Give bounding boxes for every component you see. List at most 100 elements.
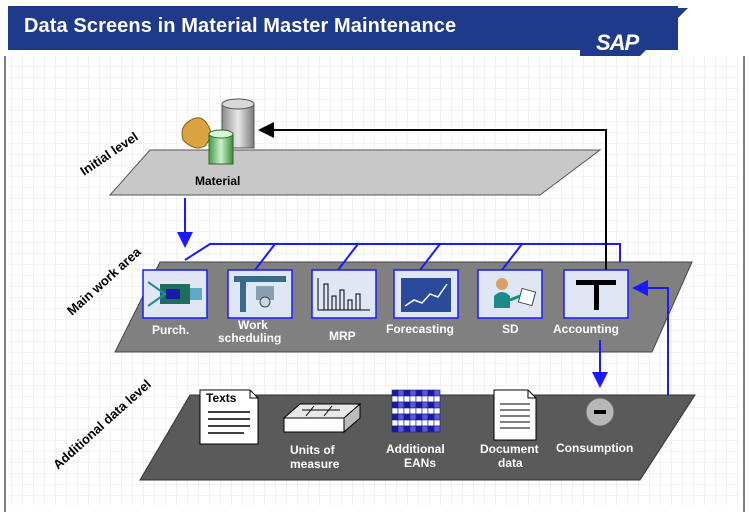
view-mrp[interactable] [311, 269, 377, 319]
arrow-accounting-to-initial [258, 122, 607, 270]
item-units-label-line2: measure [290, 457, 340, 471]
ean-grid-cell [409, 425, 417, 433]
item-document-label-line2: data [498, 456, 523, 470]
ean-grid-cell [427, 413, 435, 421]
view-accounting[interactable] [563, 269, 629, 319]
document-icon [500, 403, 530, 429]
main-bus-line [184, 243, 621, 262]
page-title: Data Screens in Material Master Maintena… [24, 15, 457, 37]
accounting-t-icon [576, 280, 616, 310]
view-purchasing[interactable] [142, 269, 208, 319]
ean-grid-cell [409, 389, 417, 397]
bus-drop-3 [419, 243, 441, 271]
ean-grid-cell [433, 401, 441, 409]
view-work-scheduling-label-line2: scheduling [218, 331, 281, 345]
ean-grid-cell [421, 389, 429, 397]
ean-grid-cell [427, 425, 435, 433]
ean-grid-cell [409, 419, 417, 427]
minus-circle-icon [585, 397, 615, 427]
ean-grid-cell [409, 401, 417, 409]
ean-grid-cell [415, 419, 423, 427]
item-consumption-label: Consumption [556, 441, 633, 455]
ean-grid-cell [391, 401, 399, 409]
ean-grid-cell [403, 401, 411, 409]
ean-grid-cell [409, 395, 417, 403]
ean-grid-cell [433, 419, 441, 427]
ean-grid-cell [427, 401, 435, 409]
ean-grid-cell [403, 407, 411, 415]
ean-grid-cell [433, 425, 441, 433]
ean-grid-cell [403, 419, 411, 427]
ean-grid-cell [415, 413, 423, 421]
barcode-grid-icon [391, 389, 441, 433]
ean-grid-cell [403, 389, 411, 397]
ean-grid-cell [421, 407, 429, 415]
arrow-consumption-to-accounting [632, 280, 669, 395]
ean-grid-cell [409, 407, 417, 415]
ean-grid-cell [433, 389, 441, 397]
ean-grid-cell [409, 413, 417, 421]
sap-logo-text: SAP [596, 30, 639, 55]
view-work-scheduling-label-line1: Work [238, 318, 268, 332]
item-consumption[interactable] [585, 397, 615, 427]
view-mrp-label: MRP [329, 329, 356, 343]
ean-grid-cell [421, 419, 429, 427]
ean-grid-cell [391, 413, 399, 421]
ean-grid-cell [403, 425, 411, 433]
view-sd-label: SD [502, 322, 519, 336]
mrp-chart-icon [317, 278, 370, 311]
sap-logo [580, 8, 688, 56]
item-units-label-line1: Units of [290, 443, 336, 457]
item-eans-label-line1: Additional [386, 442, 445, 456]
ean-grid-cell [421, 425, 429, 433]
bus-drop-1 [254, 243, 276, 271]
tray-icon [282, 402, 362, 434]
ean-grid-cell [415, 389, 423, 397]
title-bar [8, 6, 678, 50]
purchasing-icon [147, 281, 202, 307]
ean-grid-cell [403, 395, 411, 403]
ean-grid-cell [433, 395, 441, 403]
ean-grid-cell [415, 395, 423, 403]
item-document-label-line1: Document [480, 442, 539, 456]
material-icon [181, 98, 255, 165]
ean-grid-cell [415, 425, 423, 433]
ean-grid-cell [427, 389, 435, 397]
ean-grid-cell [397, 401, 405, 409]
item-units-of-measure[interactable] [282, 402, 362, 434]
item-eans-label-line2: EANs [404, 456, 436, 470]
ean-grid-cell [391, 395, 399, 403]
work-scheduling-icon [234, 276, 286, 312]
view-forecasting-label: Forecasting [386, 322, 454, 336]
ean-grid-cell [391, 407, 399, 415]
ean-grid-cell [421, 401, 429, 409]
item-texts-label: Texts [206, 391, 237, 405]
ean-grid-cell [391, 425, 399, 433]
ean-grid-cell [397, 389, 405, 397]
ean-grid-cell [415, 407, 423, 415]
view-purchasing-label: Purch. [152, 323, 189, 337]
ean-grid-cell [427, 419, 435, 427]
ean-grid-cell [391, 389, 399, 397]
view-sd[interactable] [477, 269, 543, 319]
ean-grid-cell [433, 413, 441, 421]
initial-level-plane [108, 149, 602, 196]
view-forecasting[interactable] [393, 269, 459, 319]
item-document-data[interactable] [493, 389, 537, 441]
ean-grid-cell [391, 419, 399, 427]
item-texts[interactable] [199, 389, 259, 445]
bus-drop-2 [337, 243, 359, 271]
ean-grid-cell [397, 425, 405, 433]
ean-grid-cell [427, 395, 435, 403]
ean-grid-cell [421, 395, 429, 403]
item-additional-eans[interactable] [391, 389, 441, 433]
sales-person-icon [494, 278, 537, 308]
ean-grid-cell [397, 419, 405, 427]
ean-grid-cell [415, 401, 423, 409]
ean-grid-cell [403, 413, 411, 421]
view-accounting-label: Accounting [553, 322, 619, 336]
forecasting-chart-icon [401, 278, 451, 312]
view-work-scheduling[interactable] [227, 269, 293, 319]
ean-grid-cell [397, 407, 405, 415]
